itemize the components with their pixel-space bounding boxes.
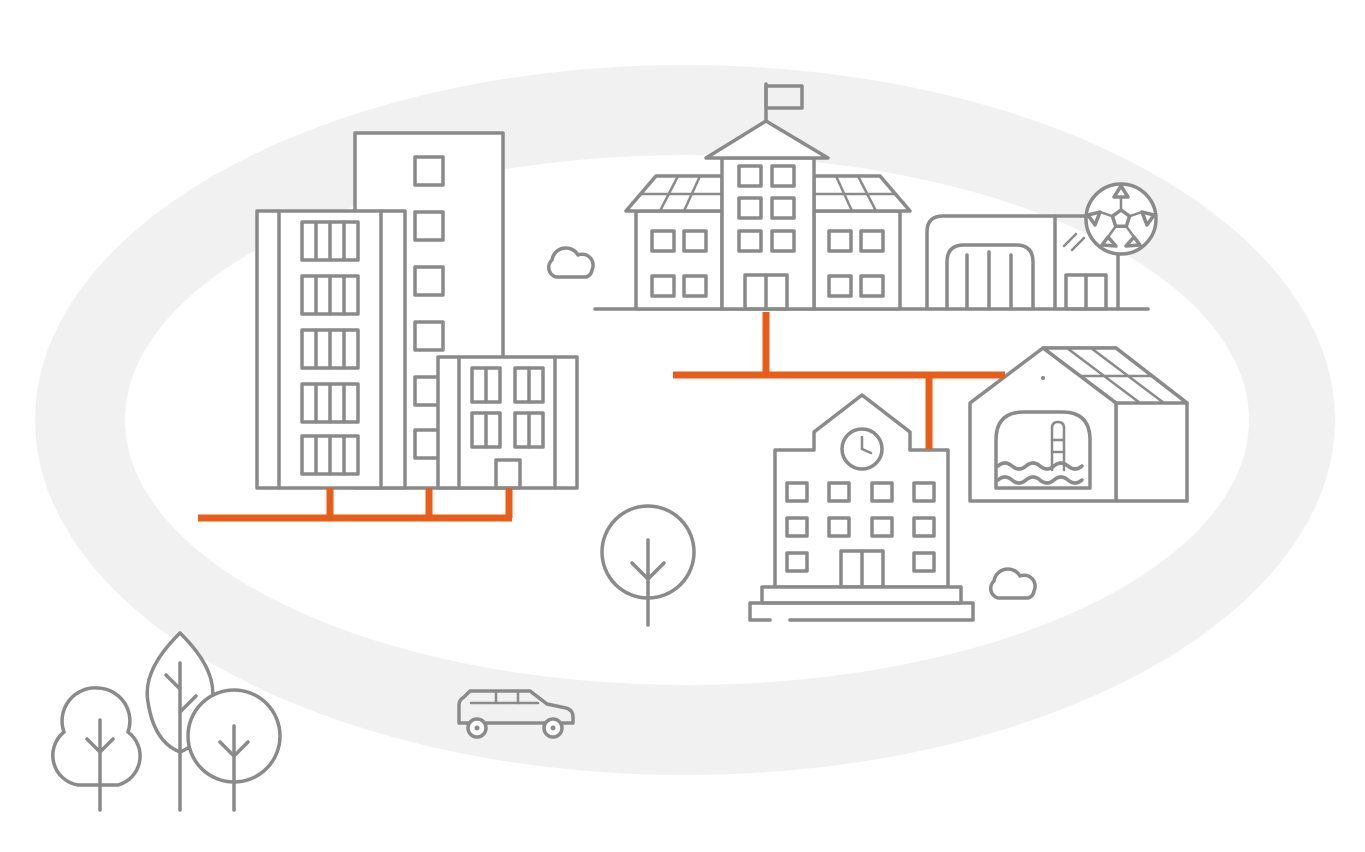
cloud-icon	[547, 246, 595, 279]
school-building-icon	[593, 82, 1150, 311]
tree-group-icon	[51, 631, 282, 812]
swimming-pool-icon	[968, 346, 1189, 503]
cloud-icon	[989, 567, 1037, 600]
sports-hall-icon	[925, 214, 1120, 311]
car-icon	[457, 689, 575, 739]
heating-pipe-network	[198, 312, 1005, 522]
town-hall-clock-icon	[748, 393, 975, 622]
soccer-ball-icon	[1084, 182, 1158, 256]
tree-icon	[600, 504, 696, 627]
apartment-building-icon	[255, 131, 579, 490]
